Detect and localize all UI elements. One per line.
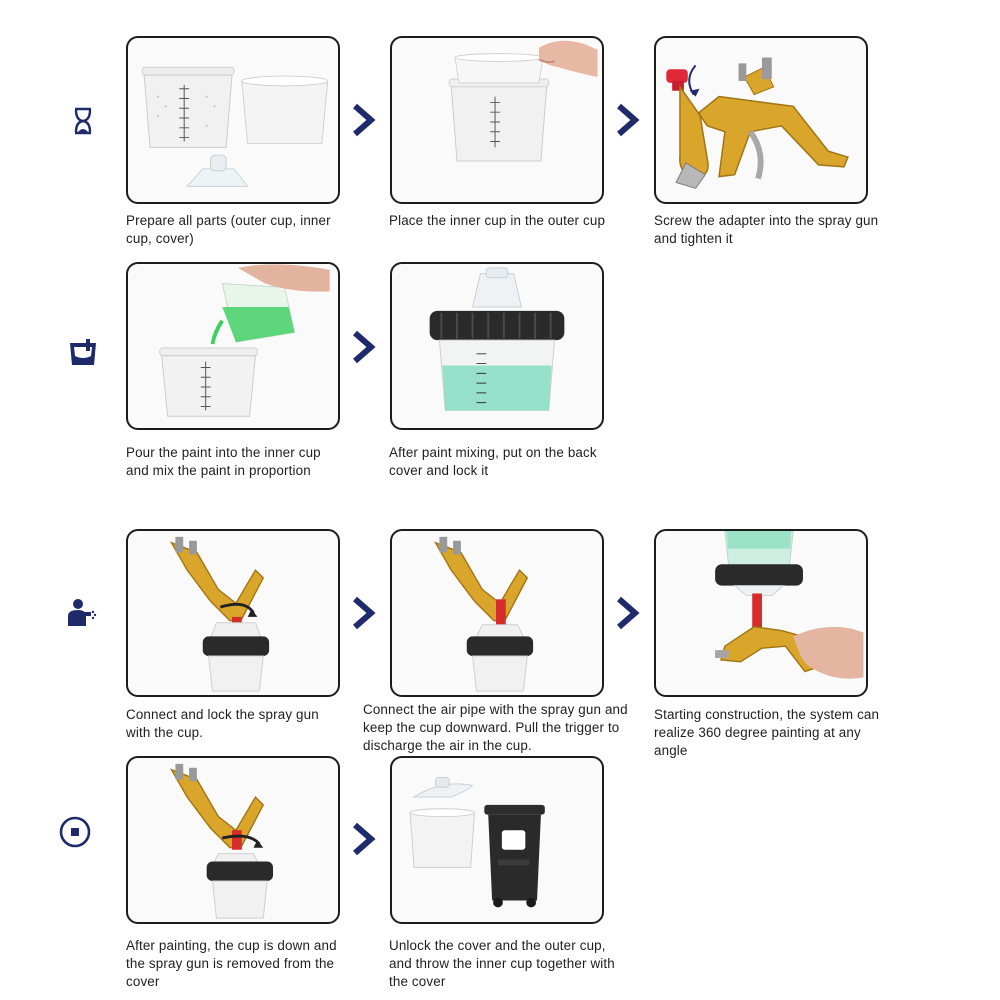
chevron-right-icon — [353, 330, 376, 364]
paint-cup-icon — [66, 336, 100, 370]
step-caption: Pour the paint into the inner cup and mi… — [126, 445, 321, 478]
step-image-cups-and-cover — [126, 36, 340, 204]
step-image-spray-gun-adapter — [654, 36, 868, 204]
step-image-pouring-paint — [126, 262, 340, 430]
step-caption: Connect the air pipe with the spray gun … — [363, 702, 628, 753]
step-caption: Place the inner cup in the outer cup — [389, 213, 606, 228]
chevron-right-icon — [353, 596, 376, 630]
step-caption: Prepare all parts (outer cup, inner cup,… — [126, 213, 331, 246]
step-image-gun-removed — [126, 756, 340, 924]
step-image-gun-lock-cup — [126, 529, 340, 697]
stop-icon — [58, 815, 92, 849]
step-caption: After paint mixing, put on the back cove… — [389, 445, 597, 478]
chevron-right-icon — [353, 822, 376, 856]
step-caption: Unlock the cover and the outer cup, and … — [389, 938, 615, 989]
step-image-painting-360 — [654, 529, 868, 697]
step-caption: After painting, the cup is down and the … — [126, 938, 337, 989]
painter-icon — [63, 596, 97, 630]
chevron-right-icon — [617, 596, 640, 630]
step-image-gun-cup-downward — [390, 529, 604, 697]
step-caption: Screw the adapter into the spray gun and… — [654, 213, 879, 246]
step-image-inner-cup-insert — [390, 36, 604, 204]
step-caption: Connect and lock the spray gun with the … — [126, 707, 319, 740]
hourglass-icon — [66, 104, 100, 138]
step-image-trash-bin-disposal — [390, 756, 604, 924]
step-image-cup-with-lid — [390, 262, 604, 430]
step-caption: Starting construction, the system can re… — [654, 707, 880, 758]
chevron-right-icon — [617, 103, 640, 137]
chevron-right-icon — [353, 103, 376, 137]
